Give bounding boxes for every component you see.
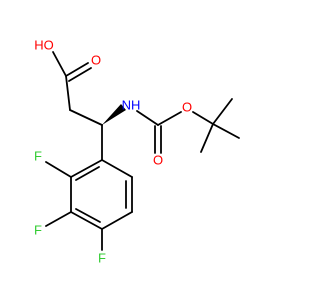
- atom-label-carbamate-ester-o: O: [182, 99, 192, 114]
- atom-label-layer: HO O NH O O F F F: [34, 37, 192, 265]
- bond-wedge-nh: [102, 104, 126, 125]
- bond-c2-f: [45, 161, 72, 178]
- bond-layer: [45, 51, 240, 251]
- atom-label-carbamate-carbonyl-o: O: [153, 152, 163, 167]
- bond-oh-c: [52, 51, 67, 77]
- structure-background: [0, 0, 300, 300]
- atom-label-fluorine-3: F: [34, 222, 42, 237]
- bond-cq-me-up: [212, 98, 233, 125]
- bond-cq-me-down: [200, 123, 214, 153]
- bond-cooh-ch2: [65, 75, 71, 111]
- ring-bond-3-inner: [75, 208, 101, 223]
- bond-c-o-double-b: [68, 67, 92, 82]
- ring-bond-1-inner: [75, 166, 100, 181]
- ring-bond-4: [101, 211, 133, 230]
- bond-c-o-double-a: [65, 62, 89, 77]
- atom-label-acid-carbonyl-o: O: [91, 52, 101, 67]
- bond-ch2-ch: [69, 109, 103, 126]
- atom-label-fluorine-4: F: [98, 250, 106, 265]
- chemical-structure: HO O NH O O F F F: [0, 0, 300, 300]
- bond-cq-me-right: [212, 123, 240, 139]
- ring-bond-6: [101, 159, 133, 178]
- atom-label-amine-nh: NH: [122, 97, 141, 112]
- atom-label-acid-oh: HO: [34, 37, 54, 52]
- atom-label-fluorine-2: F: [34, 148, 42, 163]
- ring-bond-1: [70, 159, 103, 178]
- bond-o-cq: [192, 111, 214, 125]
- bond-c3-f: [45, 211, 72, 227]
- bond-nh-c: [136, 110, 159, 126]
- bond-c-o-ester: [157, 111, 182, 126]
- ring-bond-3: [70, 211, 103, 230]
